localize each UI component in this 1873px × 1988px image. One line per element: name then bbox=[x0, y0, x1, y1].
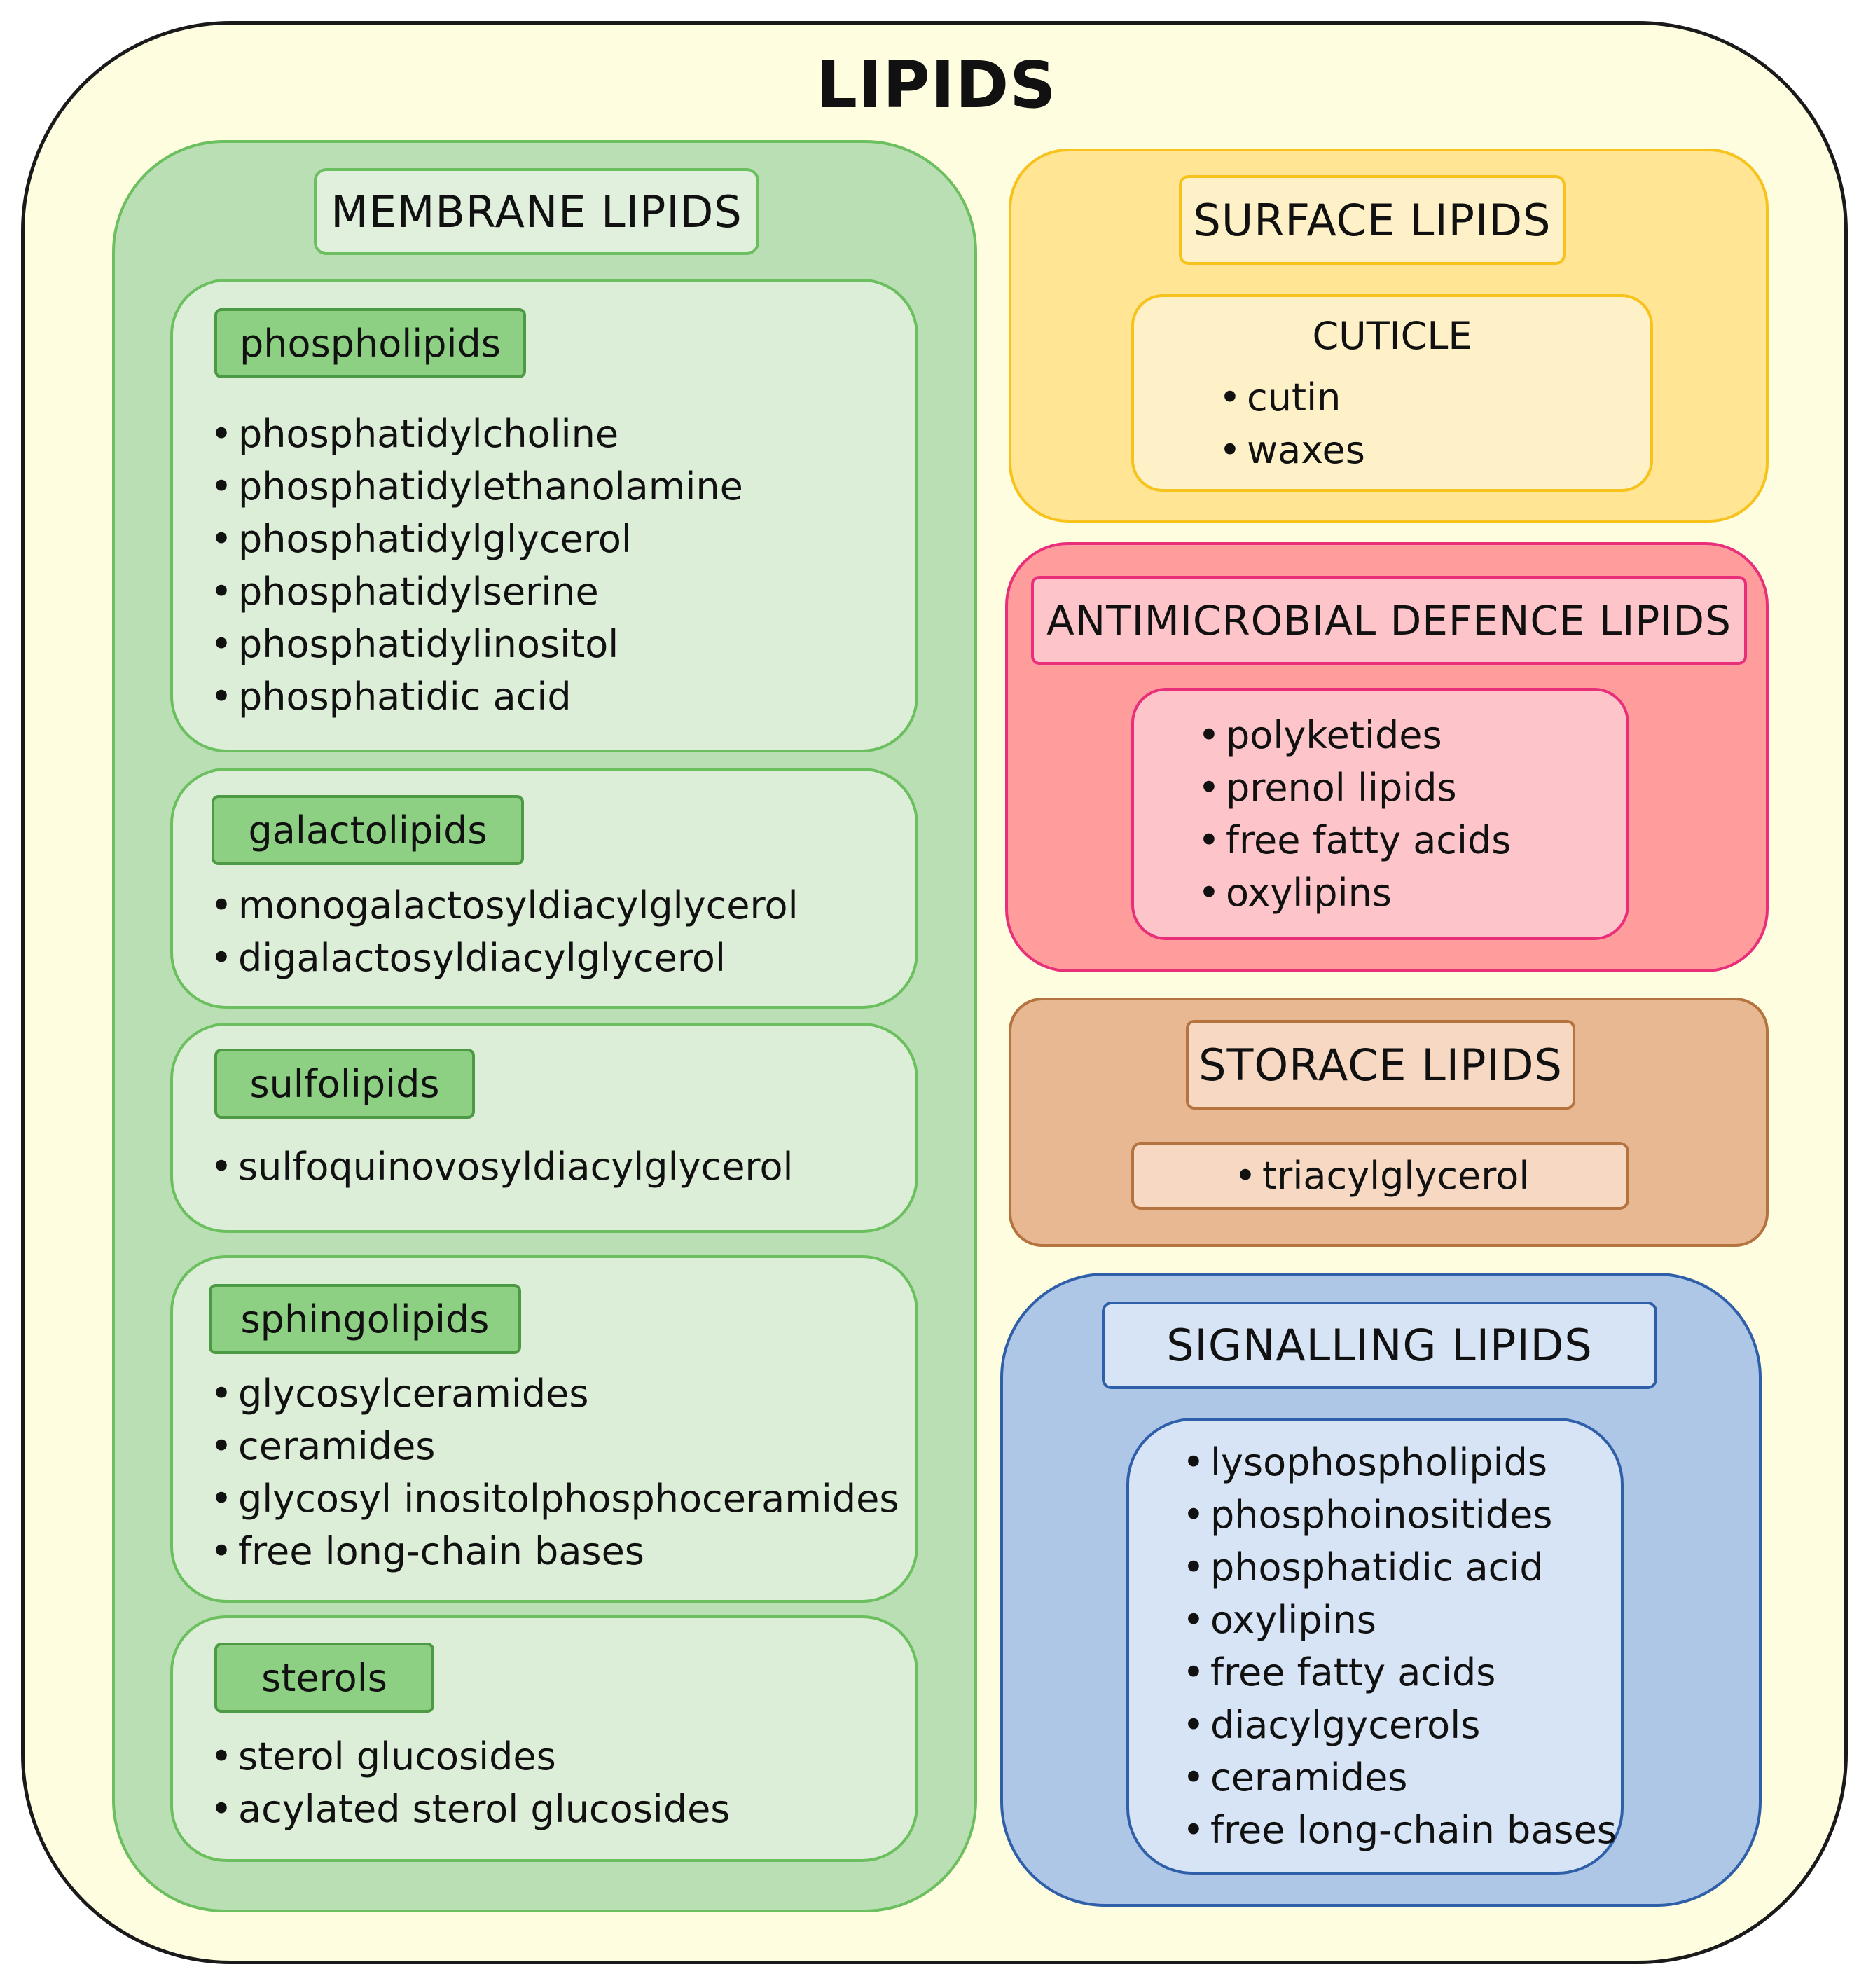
list-item: free long-chain bases bbox=[210, 1525, 911, 1578]
list-item: oxylipins bbox=[1182, 1594, 1617, 1646]
list-item: acylated sterol glucosides bbox=[210, 1783, 897, 1835]
list-item: phosphoinositides bbox=[1182, 1489, 1617, 1541]
signalling-lipids-title: SIGNALLING LIPIDS bbox=[1102, 1302, 1657, 1389]
sulfolipids-tag: sulfolipids bbox=[214, 1049, 475, 1119]
list-item: lysophospholipids bbox=[1182, 1436, 1617, 1489]
antimicrobial-list: polyketides prenol lipids free fatty aci… bbox=[1198, 709, 1604, 919]
list-item: sulfoquinovosyldiacylglycerol bbox=[210, 1140, 897, 1193]
list-item: triacylglycerol bbox=[1234, 1150, 1612, 1202]
list-item: phosphatidylglycerol bbox=[210, 513, 897, 565]
signalling-list: lysophospholipids phosphoinositides phos… bbox=[1182, 1436, 1617, 1856]
list-item: polyketides bbox=[1198, 709, 1604, 761]
phospholipids-list: phosphatidylcholine phosphatidylethanola… bbox=[210, 408, 897, 723]
list-item: free fatty acids bbox=[1198, 814, 1604, 867]
list-item: glycosylceramides bbox=[210, 1367, 911, 1420]
list-item: phosphatidic acid bbox=[210, 670, 897, 723]
list-item: phosphatidylcholine bbox=[210, 408, 897, 460]
membrane-lipids-title: MEMBRANE LIPIDS bbox=[314, 168, 759, 255]
list-item: ceramides bbox=[1182, 1751, 1617, 1804]
phospholipids-tag: phospholipids bbox=[214, 308, 526, 378]
list-item: prenol lipids bbox=[1198, 761, 1604, 814]
sterols-list: sterol glucosides acylated sterol glucos… bbox=[210, 1730, 897, 1835]
storage-list: triacylglycerol bbox=[1234, 1150, 1612, 1202]
list-item: cutin bbox=[1219, 371, 1569, 424]
list-item: phosphatidylinositol bbox=[210, 618, 897, 670]
list-item: waxes bbox=[1219, 424, 1569, 476]
list-item: ceramides bbox=[210, 1420, 911, 1472]
storage-lipids-title: STORACE LIPIDS bbox=[1186, 1020, 1575, 1110]
list-item: glycosyl inositolphosphoceramides bbox=[210, 1472, 911, 1525]
list-item: phosphatidylserine bbox=[210, 565, 897, 618]
sulfolipids-list: sulfoquinovosyldiacylglycerol bbox=[210, 1140, 897, 1193]
list-item: phosphatidylethanolamine bbox=[210, 460, 897, 513]
cuticle-list: cutin waxes bbox=[1219, 371, 1569, 476]
sterols-tag: sterols bbox=[214, 1643, 434, 1713]
list-item: sterol glucosides bbox=[210, 1730, 897, 1783]
galactolipids-list: monogalactosyldiacylglycerol digalactosy… bbox=[210, 879, 897, 984]
cuticle-label: CUTICLE bbox=[1312, 314, 1472, 358]
list-item: oxylipins bbox=[1198, 867, 1604, 919]
sphingolipids-tag: sphingolipids bbox=[209, 1284, 521, 1354]
diagram-title: LIPIDS bbox=[816, 48, 1057, 123]
galactolipids-tag: galactolipids bbox=[212, 795, 524, 865]
list-item: free fatty acids bbox=[1182, 1646, 1617, 1699]
surface-lipids-title: SURFACE LIPIDS bbox=[1179, 175, 1566, 265]
list-item: digalactosyldiacylglycerol bbox=[210, 932, 897, 984]
list-item: free long-chain bases bbox=[1182, 1804, 1617, 1856]
antimicrobial-lipids-title: ANTIMICROBIAL DEFENCE LIPIDS bbox=[1031, 576, 1747, 665]
list-item: monogalactosyldiacylglycerol bbox=[210, 879, 897, 932]
sphingolipids-list: glycosylceramides ceramides glycosyl ino… bbox=[210, 1367, 911, 1578]
list-item: diacylgycerols bbox=[1182, 1699, 1617, 1751]
list-item: phosphatidic acid bbox=[1182, 1541, 1617, 1594]
